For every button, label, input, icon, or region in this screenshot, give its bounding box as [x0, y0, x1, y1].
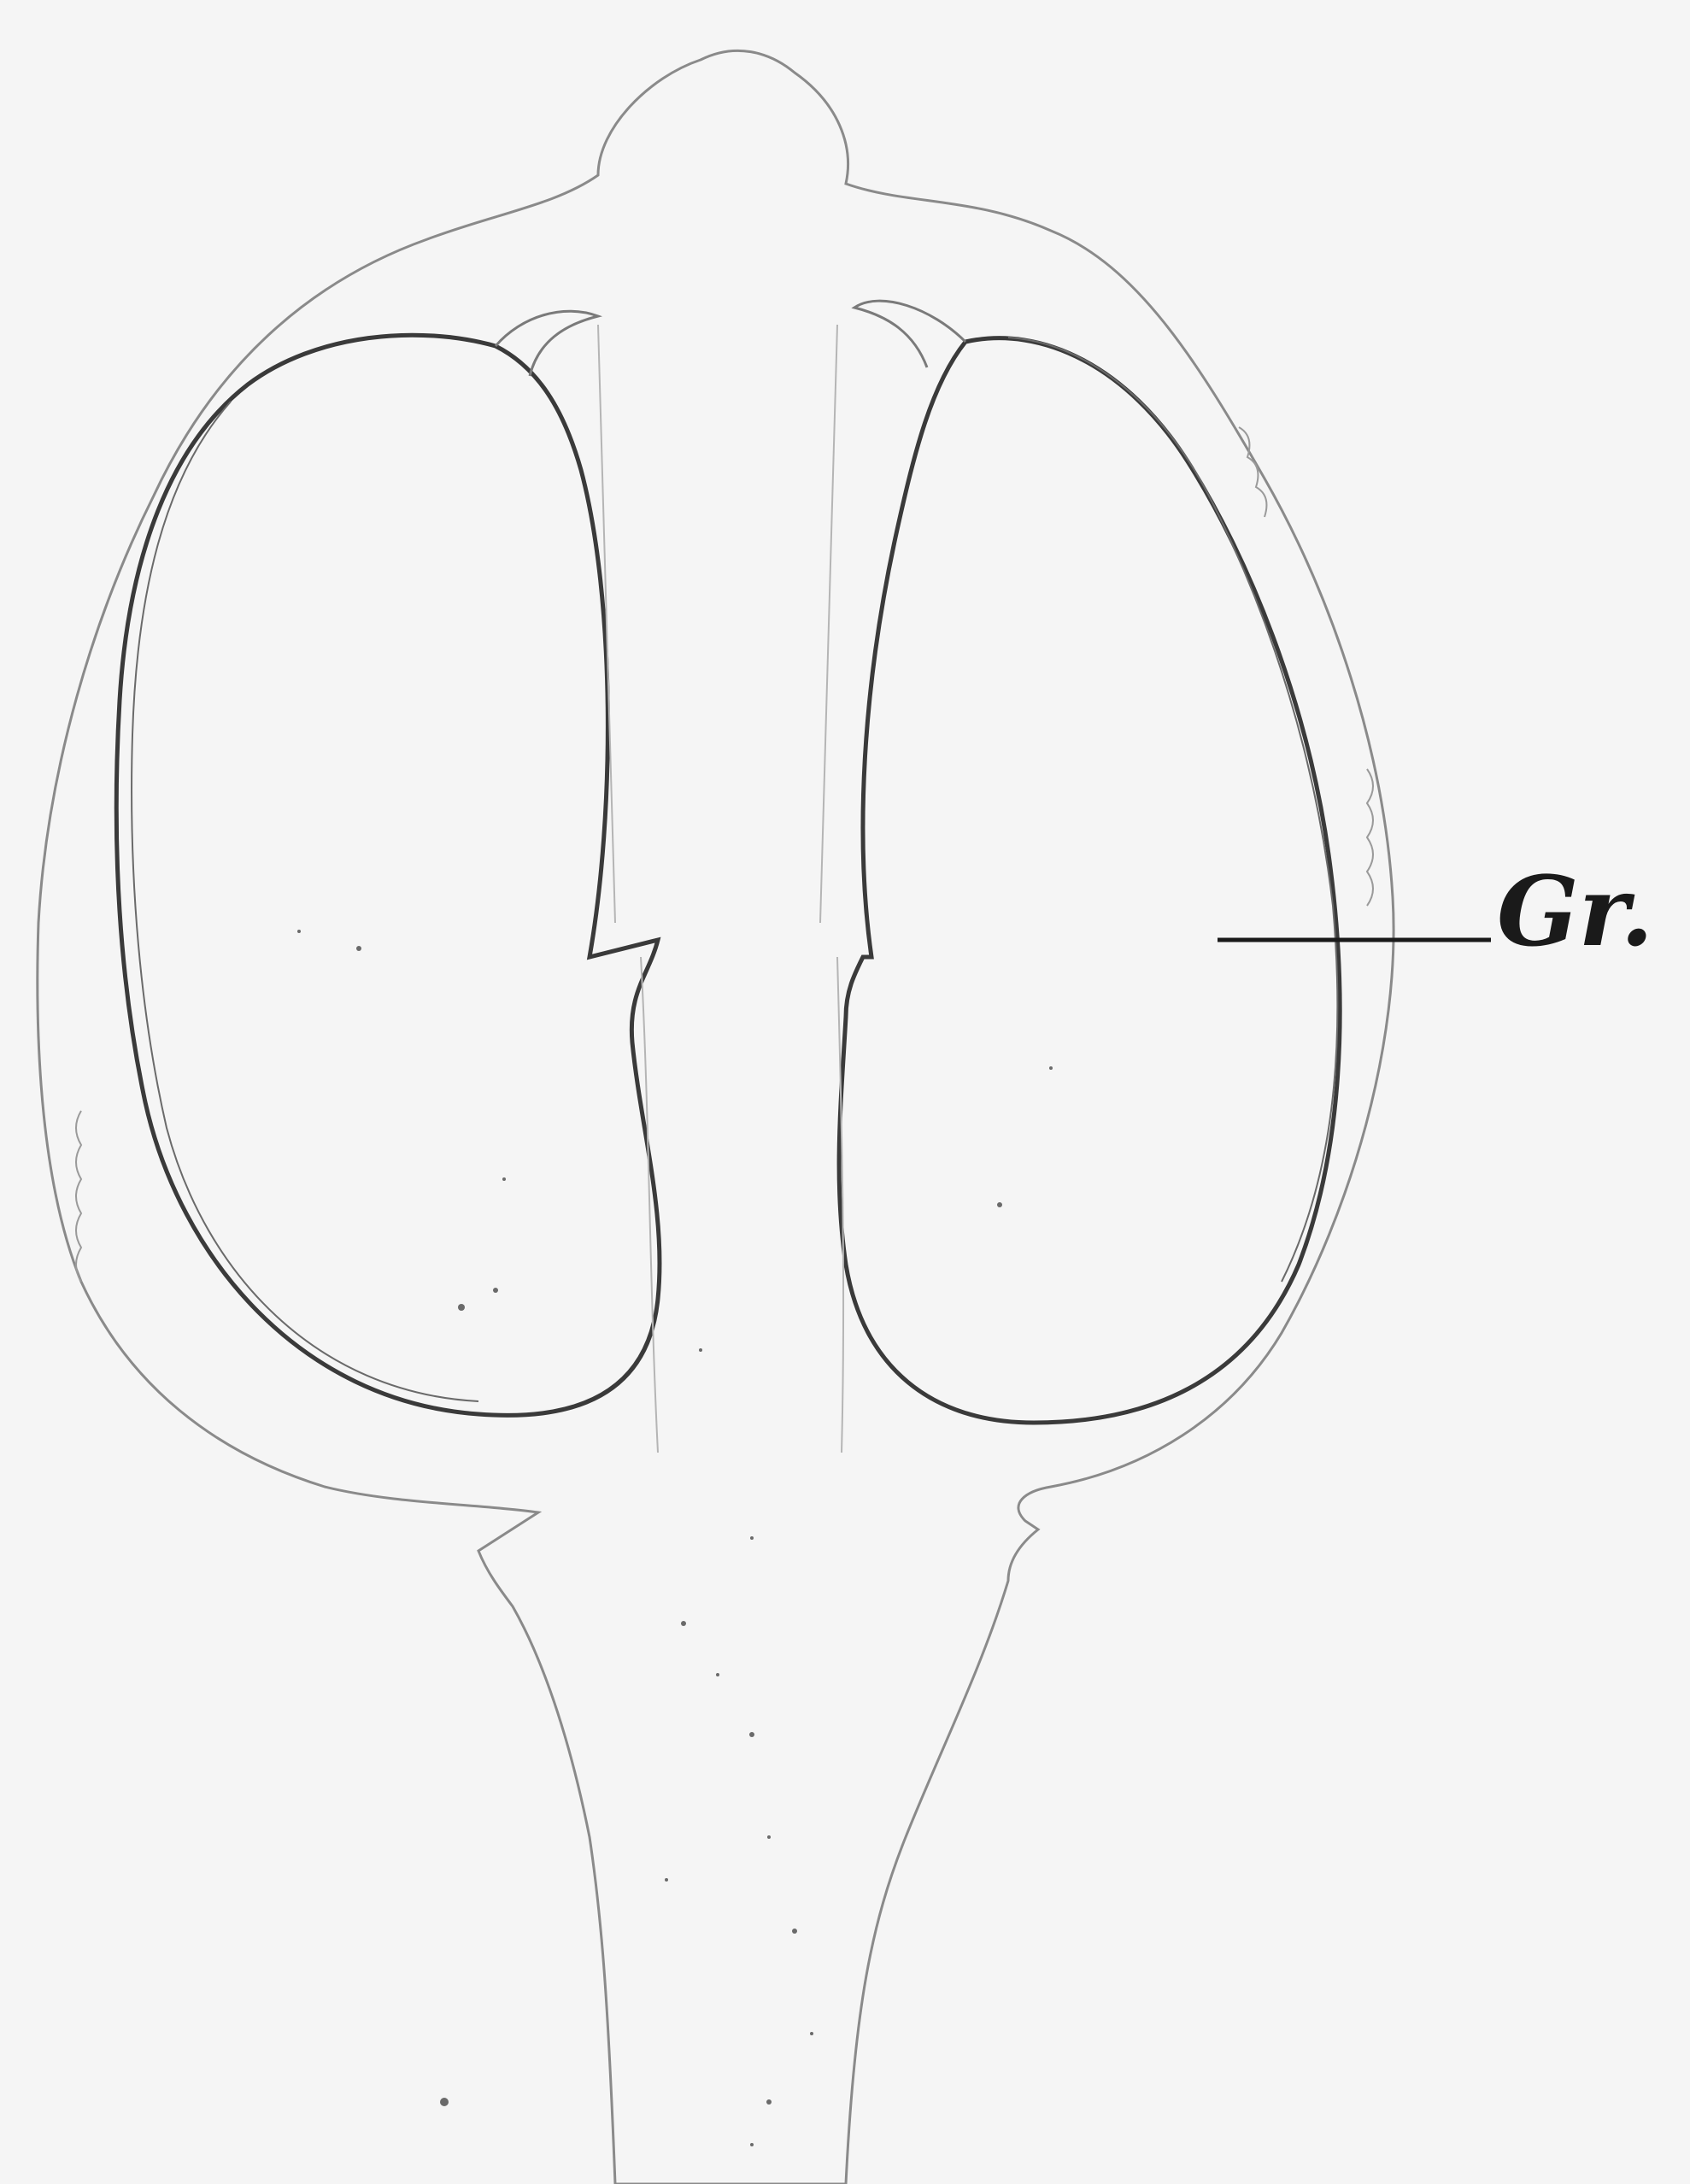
left-hook [496, 311, 598, 376]
annotation-label: Gr. [1497, 865, 1653, 960]
right-hook [854, 301, 965, 367]
envelope-texture [76, 427, 1373, 1282]
outer-envelope [38, 50, 1394, 2184]
right-locule [839, 338, 1340, 1423]
left-locule [116, 335, 660, 1415]
connective-lines [598, 325, 843, 1453]
right-locule-inner-line [1008, 338, 1337, 1282]
stipple-dots [297, 930, 1053, 2146]
left-locule-inner-line [132, 402, 478, 1401]
